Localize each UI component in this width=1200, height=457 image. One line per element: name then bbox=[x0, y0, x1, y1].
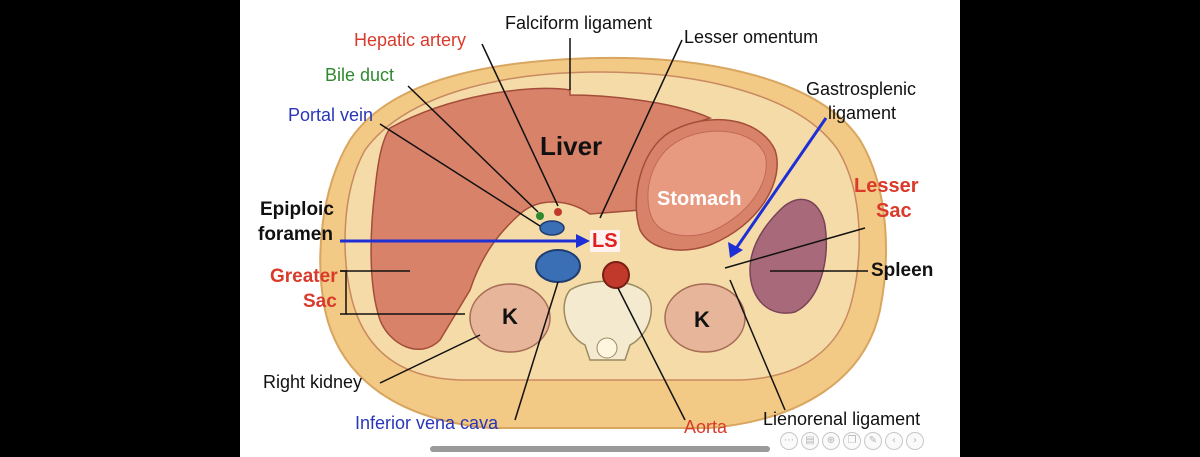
spleen bbox=[749, 198, 827, 314]
portal-vein-label: Portal vein bbox=[288, 105, 374, 125]
kidney-left-label: K bbox=[502, 304, 518, 329]
bile-duct-label: Bile duct bbox=[325, 65, 395, 85]
bile-duct-shape bbox=[536, 212, 544, 220]
portal-vein-shape bbox=[539, 220, 565, 236]
stomach-label: Stomach bbox=[657, 188, 742, 210]
spleen-label: Spleen bbox=[871, 260, 934, 281]
lienorenal-ligament-label: Lienorenal ligament bbox=[763, 409, 921, 429]
right-kidney bbox=[469, 283, 551, 353]
liver bbox=[370, 87, 713, 350]
inferior-vena-cava-shape bbox=[535, 249, 581, 283]
slides-icon[interactable]: ▤ bbox=[801, 432, 819, 450]
aorta-label: Aorta bbox=[684, 417, 728, 437]
greater-sac-label-line1: Greater bbox=[270, 266, 338, 287]
aorta-shape bbox=[602, 261, 630, 289]
more-icon[interactable]: ⋯ bbox=[780, 432, 798, 450]
presentation-toolbar: ⋯ ▤ ⊕ ❐ ✎ ‹ › bbox=[780, 432, 924, 450]
lesser-sac-label-line2: Sac bbox=[876, 200, 912, 222]
lesser-omentum-label: Lesser omentum bbox=[684, 27, 819, 47]
prev-icon[interactable]: ‹ bbox=[885, 432, 903, 450]
abdomen-cross-section-diagram bbox=[319, 38, 887, 429]
slide: Liver Stomach LS K K Hepatic artery Falc… bbox=[240, 0, 960, 457]
copy-icon[interactable]: ❐ bbox=[843, 432, 861, 450]
lesser-sac-marker-label: LS bbox=[590, 230, 620, 252]
next-icon[interactable]: › bbox=[906, 432, 924, 450]
epiploic-foramen-label-line1: Epiploic bbox=[260, 199, 334, 220]
gastrosplenic-label-line2: ligament bbox=[828, 103, 897, 123]
gastrosplenic-label-line1: Gastrosplenic bbox=[806, 79, 917, 99]
greater-sac-label-line2: Sac bbox=[303, 291, 337, 312]
liver-label: Liver bbox=[540, 131, 603, 161]
right-kidney-label: Right kidney bbox=[263, 372, 363, 392]
pen-icon[interactable]: ✎ bbox=[864, 432, 882, 450]
hepatic-artery-label: Hepatic artery bbox=[354, 30, 467, 50]
leader-lines bbox=[340, 38, 868, 421]
falciform-ligament-label: Falciform ligament bbox=[505, 13, 653, 33]
lesser-sac-label-line1: Lesser bbox=[854, 175, 919, 197]
zoom-icon[interactable]: ⊕ bbox=[822, 432, 840, 450]
hepatic-artery-shape bbox=[554, 208, 562, 216]
blue-arrows bbox=[340, 117, 828, 258]
horizontal-scrollbar[interactable] bbox=[430, 446, 770, 452]
kidney-right-label: K bbox=[694, 307, 710, 332]
left-kidney bbox=[664, 283, 746, 353]
inferior-vena-cava-label: Inferior vena cava bbox=[355, 413, 499, 433]
epiploic-foramen-label-line2: foramen bbox=[258, 224, 333, 245]
